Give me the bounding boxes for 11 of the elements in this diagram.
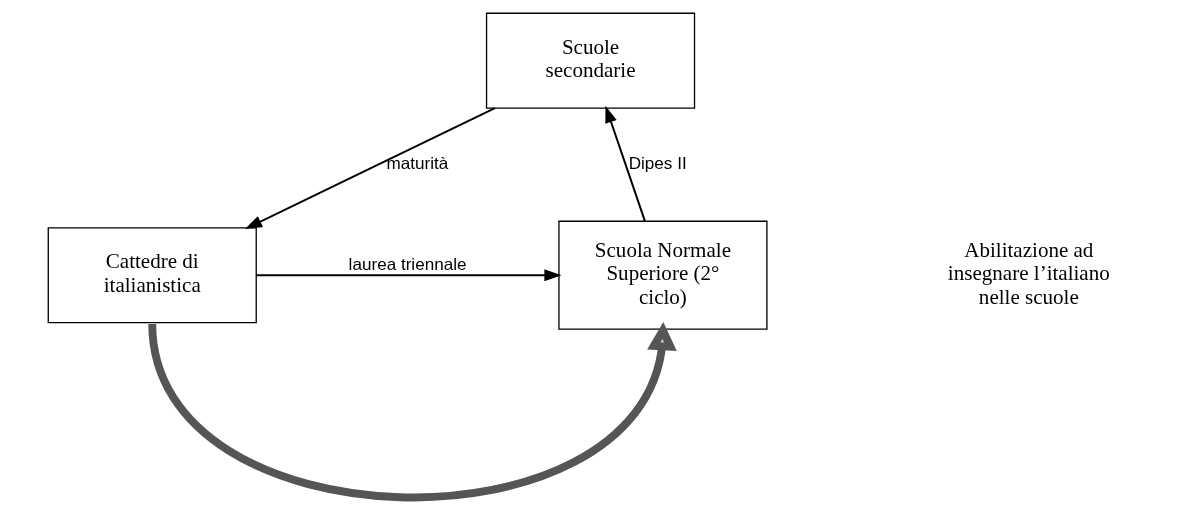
node-box: Scuole secondarie [485,12,696,109]
edge-label: maturità [386,154,449,174]
edge-label: laurea triennale [348,255,467,275]
node-box: Scuola Normale Superiore (2° ciclo) [558,220,768,330]
arrow [148,322,677,502]
arrow [255,269,562,282]
arrow [245,107,496,230]
arrow [605,105,646,223]
label: Abilitazione ad insegnare l’italiano nelle scuole [947,237,1110,309]
node-box: Cattedre di italianistica [47,227,257,324]
edge-label: Dipes II [628,154,687,174]
